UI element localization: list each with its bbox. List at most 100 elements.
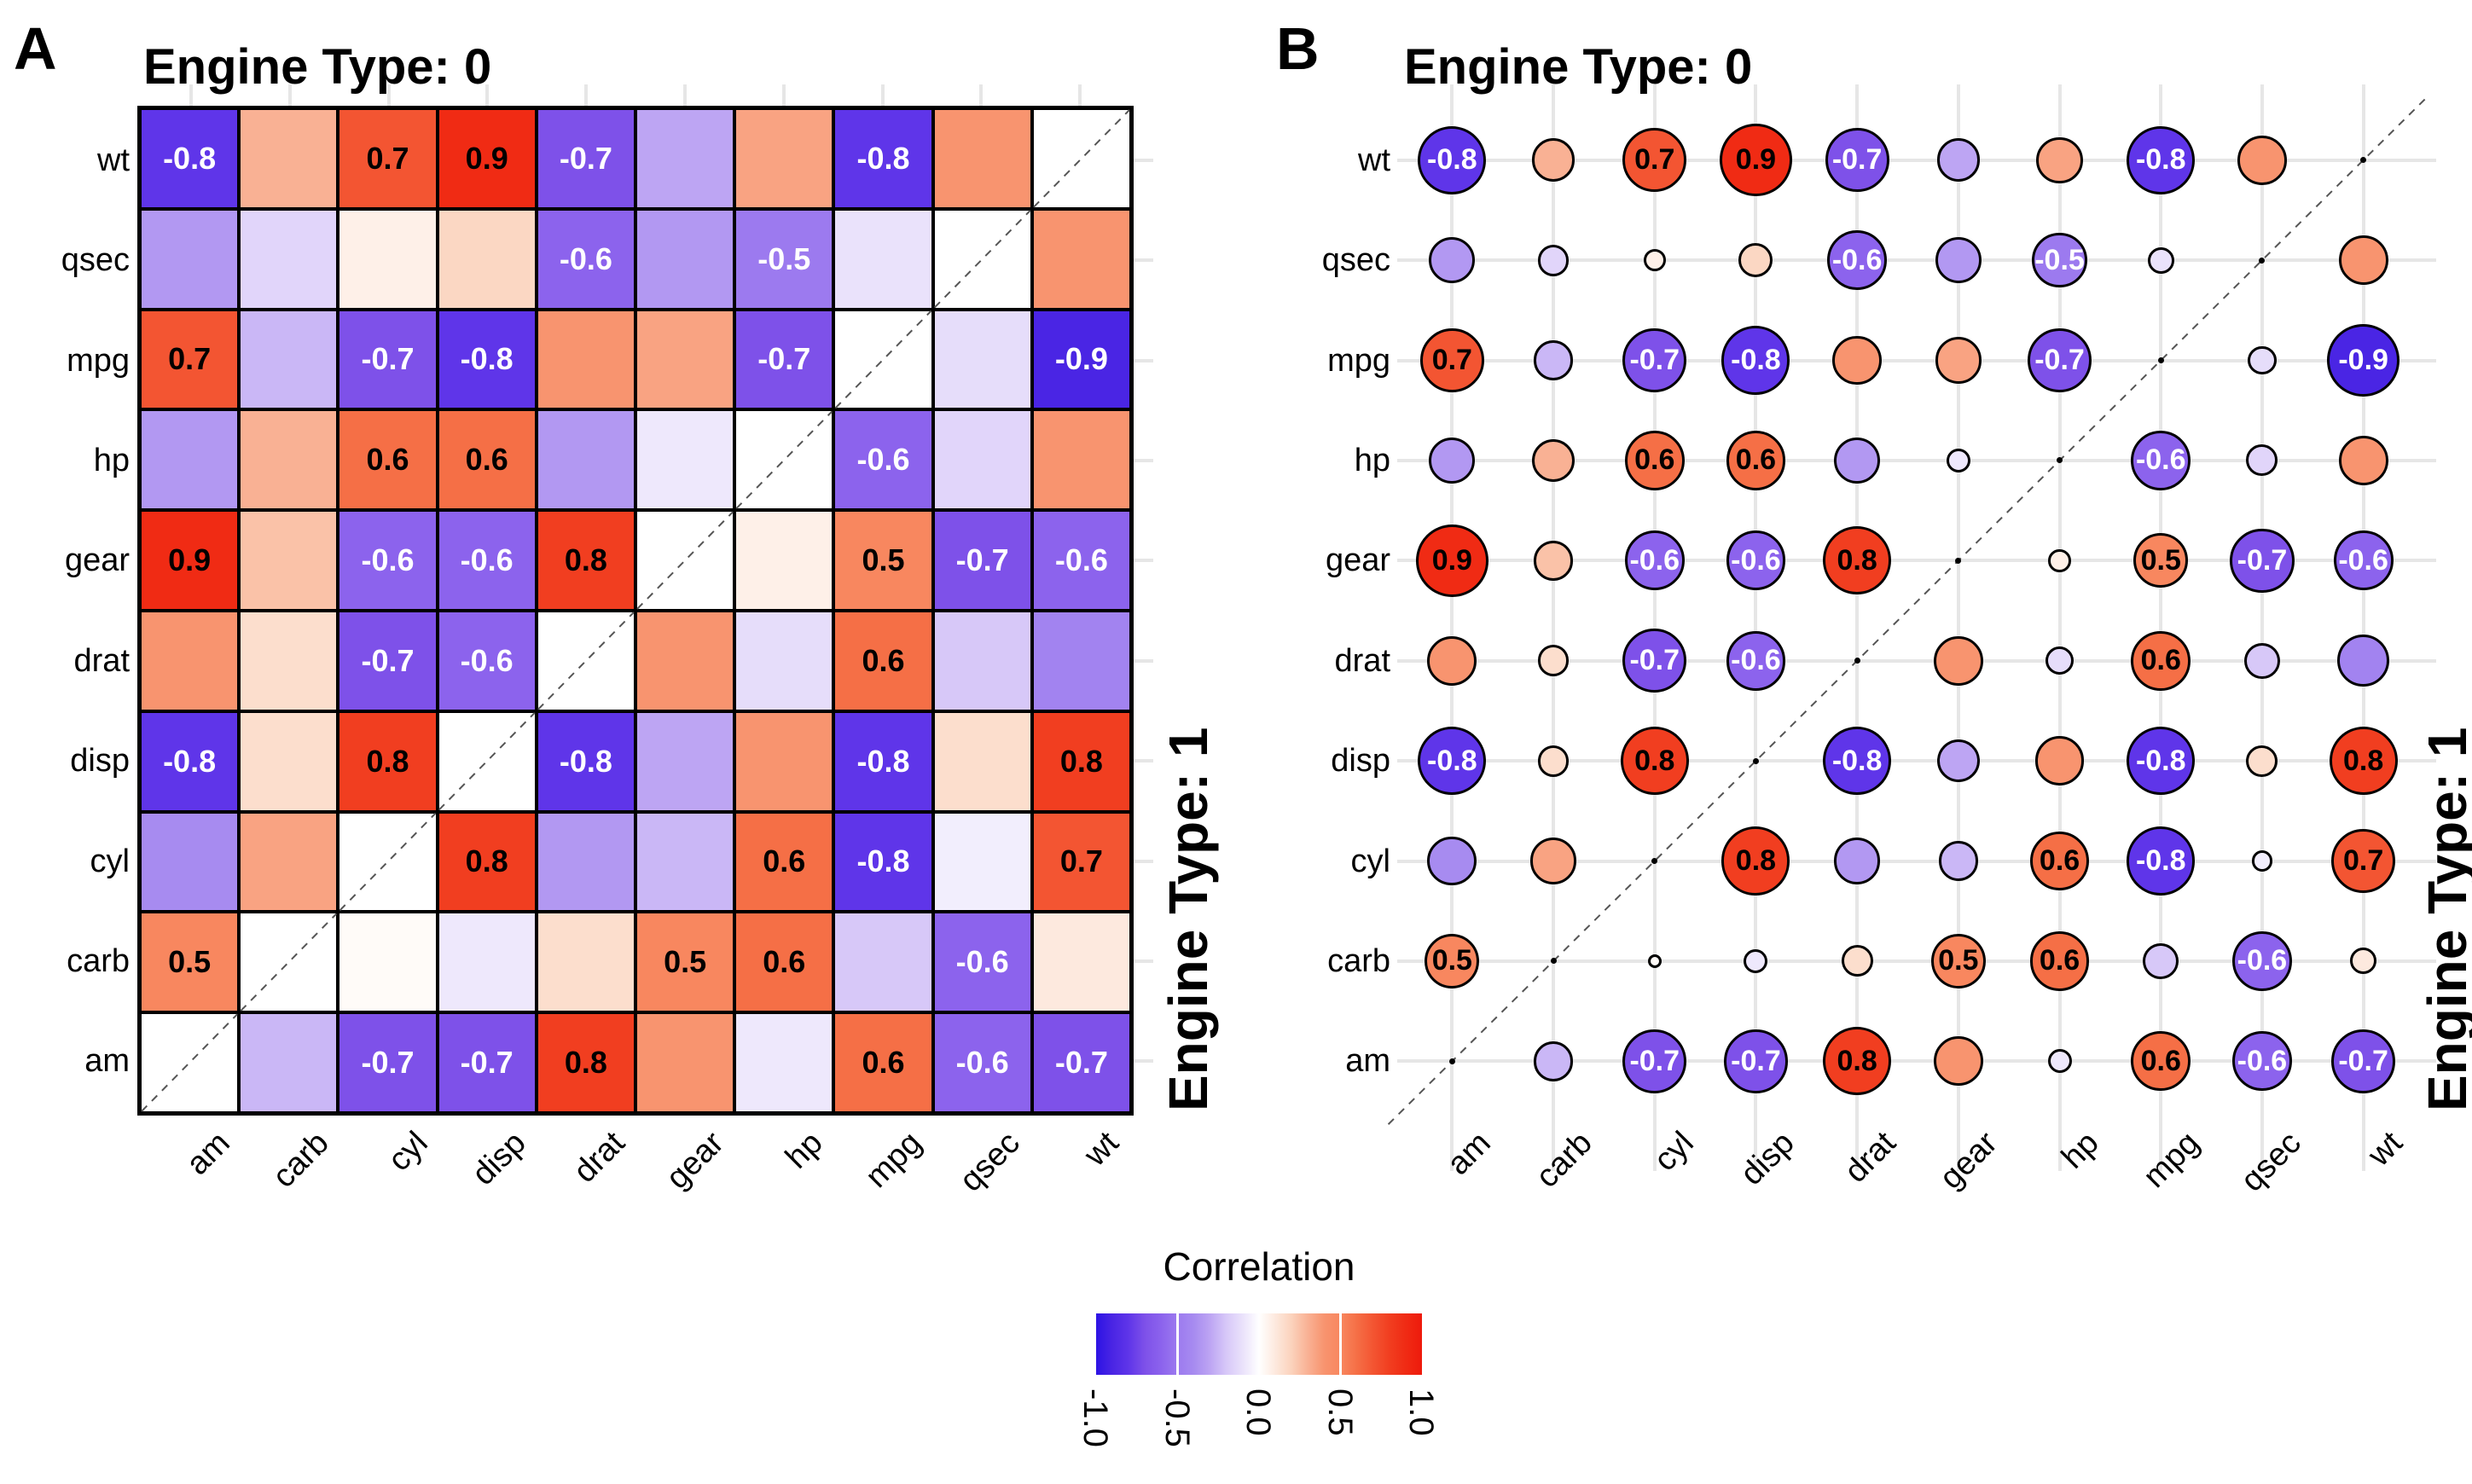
cell-A-hp-cyl: 0.6 bbox=[339, 411, 436, 509]
tick-stub bbox=[1129, 158, 1153, 162]
circle-B-drat-cyl: -0.7 bbox=[1622, 629, 1687, 693]
panel-a-strip-label: Engine Type: 1 bbox=[1158, 727, 1219, 1111]
circle-B-cyl-gear bbox=[1938, 841, 1979, 881]
cell-A-drat-wt bbox=[1033, 612, 1129, 710]
cell-A-carb-drat bbox=[537, 913, 634, 1012]
legend-tick-mark bbox=[1176, 1313, 1179, 1375]
circle-B-gear-disp: -0.6 bbox=[1726, 530, 1786, 591]
cell-A-qsec-carb bbox=[241, 210, 337, 308]
cell-A-cyl-cyl bbox=[339, 813, 436, 911]
cell-A-am-carb bbox=[241, 1014, 337, 1111]
tick-stub bbox=[189, 84, 193, 110]
diagonal-dot-am bbox=[1448, 1058, 1455, 1064]
cell-A-cyl-drat bbox=[537, 813, 634, 911]
row-label-cyl: cyl bbox=[90, 843, 130, 879]
cell-A-gear-gear bbox=[636, 512, 734, 609]
circle-B-gear-mpg: 0.5 bbox=[2133, 533, 2189, 588]
cell-A-gear-am: 0.9 bbox=[142, 512, 238, 609]
row-label-wt: wt bbox=[97, 142, 130, 178]
cell-A-wt-drat: -0.7 bbox=[537, 110, 634, 207]
tick-stub bbox=[1129, 759, 1153, 763]
row-label-am: am bbox=[1345, 1043, 1390, 1080]
cell-A-cyl-qsec bbox=[934, 813, 1030, 911]
row-label-drat: drat bbox=[73, 642, 130, 679]
cell-A-gear-disp: -0.6 bbox=[438, 512, 535, 609]
circle-B-hp-carb bbox=[1531, 438, 1575, 483]
circle-B-carb-hp: 0.6 bbox=[2029, 930, 2090, 991]
panel-b-tag: B bbox=[1276, 15, 1320, 82]
circle-B-disp-qsec bbox=[2246, 745, 2278, 777]
circle-B-wt-am: -0.8 bbox=[1418, 125, 1487, 194]
cell-A-gear-drat: 0.8 bbox=[537, 512, 634, 609]
cell-A-hp-mpg: -0.6 bbox=[835, 411, 931, 509]
circle-B-drat-am bbox=[1427, 635, 1477, 686]
cell-A-drat-disp: -0.6 bbox=[438, 612, 535, 710]
circle-B-am-mpg: 0.6 bbox=[2131, 1031, 2191, 1092]
cell-A-wt-gear bbox=[636, 110, 734, 207]
cell-A-wt-qsec bbox=[934, 110, 1030, 207]
tick-stub bbox=[781, 84, 786, 110]
cell-A-hp-am bbox=[142, 411, 238, 509]
cell-A-am-mpg: 0.6 bbox=[835, 1014, 931, 1111]
cell-A-wt-am: -0.8 bbox=[142, 110, 238, 207]
legend-title: Correlation bbox=[1163, 1244, 1355, 1289]
cell-A-disp-drat: -0.8 bbox=[537, 712, 634, 810]
circle-B-carb-wt bbox=[2350, 948, 2377, 975]
cell-A-carb-wt bbox=[1033, 913, 1129, 1012]
circle-B-hp-qsec bbox=[2246, 444, 2278, 477]
cell-A-am-hp bbox=[736, 1014, 833, 1111]
cell-A-mpg-disp: -0.8 bbox=[438, 310, 535, 409]
cell-A-carb-gear: 0.5 bbox=[636, 913, 734, 1012]
circle-B-gear-wt: -0.6 bbox=[2333, 530, 2394, 591]
circle-B-cyl-qsec bbox=[2251, 850, 2273, 872]
circle-B-am-drat: 0.8 bbox=[1823, 1027, 1892, 1096]
circle-B-disp-gear bbox=[1936, 739, 1981, 783]
cell-A-wt-wt bbox=[1033, 110, 1129, 207]
cell-A-cyl-disp: 0.8 bbox=[438, 813, 535, 911]
cell-A-gear-mpg: 0.5 bbox=[835, 512, 931, 609]
cell-A-carb-mpg bbox=[835, 913, 931, 1012]
cell-A-mpg-carb bbox=[241, 310, 337, 409]
circle-B-hp-mpg: -0.6 bbox=[2131, 430, 2191, 490]
tick-stub bbox=[1129, 658, 1153, 663]
circle-B-cyl-hp: 0.6 bbox=[2029, 831, 2090, 891]
row-label-hp: hp bbox=[93, 442, 130, 478]
circle-B-am-cyl: -0.7 bbox=[1622, 1029, 1687, 1093]
circle-B-carb-am: 0.5 bbox=[1425, 933, 1480, 988]
tick-stub bbox=[1129, 959, 1153, 963]
circle-B-qsec-cyl bbox=[1643, 248, 1666, 272]
cell-A-cyl-mpg: -0.8 bbox=[835, 813, 931, 911]
circle-B-disp-wt: 0.8 bbox=[2329, 727, 2398, 796]
cell-A-drat-gear bbox=[636, 612, 734, 710]
circle-B-qsec-mpg bbox=[2147, 246, 2174, 274]
circle-B-wt-hp bbox=[2036, 136, 2083, 183]
cell-A-hp-carb bbox=[241, 411, 337, 509]
circle-B-carb-qsec: -0.6 bbox=[2232, 930, 2292, 991]
circle-B-qsec-hp: -0.5 bbox=[2032, 233, 2087, 288]
circle-B-drat-carb bbox=[1537, 645, 1570, 677]
circle-B-qsec-wt bbox=[2338, 235, 2388, 285]
row-label-gear: gear bbox=[1325, 542, 1390, 579]
circle-B-gear-carb bbox=[1533, 541, 1574, 581]
diagonal-dot-mpg bbox=[2157, 357, 2164, 363]
circle-B-cyl-disp: 0.8 bbox=[1721, 826, 1790, 896]
legend-tick-label: 0.0 bbox=[1239, 1388, 1277, 1436]
cell-A-disp-qsec bbox=[934, 712, 1030, 810]
circle-B-disp-am: -0.8 bbox=[1418, 727, 1487, 796]
circle-B-gear-drat: 0.8 bbox=[1823, 526, 1892, 595]
circle-B-gear-am: 0.9 bbox=[1416, 524, 1488, 597]
circle-B-disp-carb bbox=[1537, 745, 1570, 777]
circle-B-mpg-cyl: -0.7 bbox=[1622, 328, 1687, 393]
circle-B-cyl-drat bbox=[1834, 838, 1881, 884]
cell-A-drat-mpg: 0.6 bbox=[835, 612, 931, 710]
legend-tick-mark bbox=[1339, 1313, 1342, 1375]
cell-A-wt-disp: 0.9 bbox=[438, 110, 535, 207]
tick-stub bbox=[682, 84, 687, 110]
circle-B-am-hp bbox=[2047, 1049, 2072, 1074]
row-label-qsec: qsec bbox=[61, 242, 130, 279]
circle-B-qsec-carb bbox=[1537, 244, 1570, 276]
legend-gradient-bar bbox=[1096, 1313, 1422, 1375]
cell-A-hp-wt bbox=[1033, 411, 1129, 509]
row-label-hp: hp bbox=[1354, 442, 1390, 478]
